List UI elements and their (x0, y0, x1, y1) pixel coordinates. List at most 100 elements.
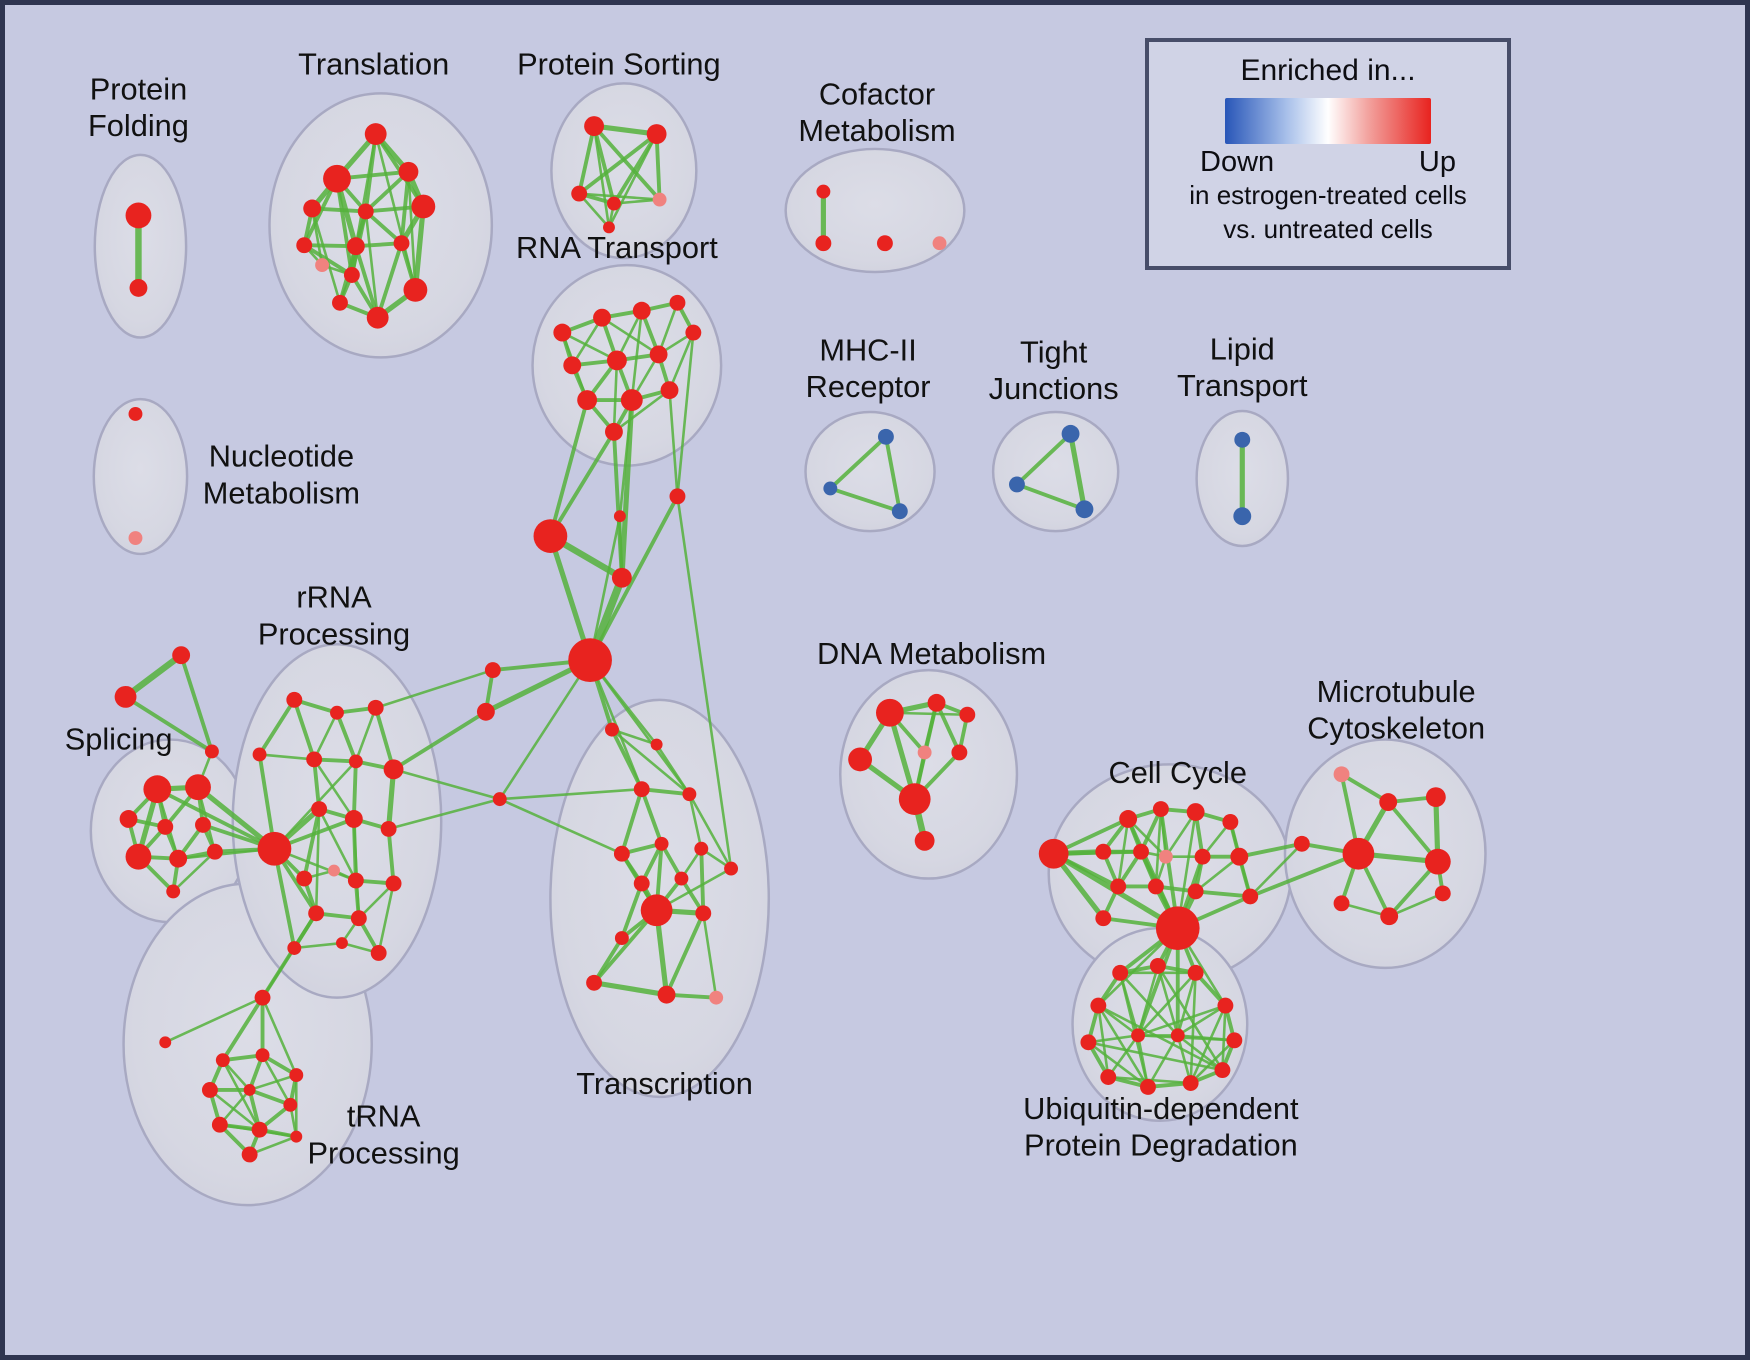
network-edge (1339, 772, 1391, 805)
network-edge (668, 388, 679, 498)
network-edge (1097, 1004, 1150, 1089)
network-node-132 (1333, 895, 1350, 912)
network-edge (377, 882, 395, 955)
network-edge (1015, 482, 1087, 512)
network-node-116 (1133, 843, 1149, 860)
network-node-5 (303, 199, 322, 218)
network-node-73 (335, 937, 348, 950)
network-edge (312, 757, 322, 811)
network-node-148 (816, 184, 831, 199)
network-node-28 (606, 350, 627, 371)
network-edge (592, 936, 624, 985)
network-edge (364, 210, 379, 319)
network-edge (335, 710, 358, 764)
network-node-158 (1234, 431, 1251, 448)
network-edge (639, 787, 692, 797)
network-node-114 (1222, 814, 1239, 830)
network-edge (676, 495, 733, 870)
network-node-12 (343, 267, 360, 283)
network-edge (257, 697, 297, 757)
network-node-55 (330, 705, 344, 720)
network-node-60 (348, 754, 363, 769)
network-edge (588, 658, 691, 796)
nodes-layer (114, 116, 1451, 1163)
network-node-53 (166, 884, 181, 899)
network-edge (1136, 1034, 1150, 1089)
network-node-84 (290, 1130, 303, 1143)
network-node-123 (1155, 906, 1200, 950)
network-node-15 (332, 294, 348, 311)
network-edge (310, 207, 342, 305)
network-edge (392, 768, 502, 801)
network-edge (373, 705, 396, 772)
legend: Enriched in... Down Up in estrogen-treat… (1145, 38, 1511, 270)
network-node-27 (563, 356, 582, 375)
network-edge (386, 766, 397, 832)
cluster-label-dna-metabolism: DNA Metabolism (817, 636, 1046, 671)
network-node-68 (385, 875, 402, 892)
network-node-29 (649, 345, 668, 364)
network-node-115 (1095, 843, 1112, 860)
network-edge (498, 787, 644, 801)
network-node-100 (709, 990, 724, 1005)
network-node-133 (1380, 907, 1399, 926)
network-edge (668, 331, 695, 392)
network-node-112 (1152, 801, 1169, 817)
cluster-ellipse-nucleotide-metabolism (92, 397, 189, 556)
network-edge (357, 882, 395, 920)
network-node-78 (289, 1068, 304, 1083)
network-edge (610, 728, 658, 746)
network-edge (498, 658, 592, 801)
network-node-149 (815, 235, 832, 252)
network-edge (293, 941, 344, 950)
network-node-103 (927, 693, 946, 712)
network-node-3 (323, 164, 351, 193)
network-node-10 (393, 235, 410, 252)
network-node-19 (606, 196, 621, 211)
network-node-61 (383, 759, 404, 780)
network-edge (1189, 1004, 1227, 1085)
network-edge (610, 727, 644, 792)
network-node-21 (603, 221, 615, 234)
network-node-113 (1186, 803, 1205, 821)
network-node-134 (1434, 885, 1451, 902)
network-node-131 (1424, 848, 1451, 875)
network-edge (657, 301, 679, 356)
network-node-151 (932, 236, 947, 251)
network-edge (1146, 1034, 1180, 1089)
cluster-ellipse-rna-transport (531, 263, 723, 467)
network-edge (592, 908, 659, 985)
network-edge (1015, 431, 1073, 487)
network-node-18 (571, 185, 588, 202)
network-edge (1087, 1034, 1140, 1044)
network-edge (612, 388, 671, 434)
network-node-101 (724, 861, 739, 876)
network-node-39 (484, 662, 501, 679)
network-edge (1136, 964, 1160, 1037)
network-node-38 (568, 638, 612, 682)
network-node-130 (1342, 837, 1375, 870)
network-node-72 (370, 945, 387, 961)
network-edge (592, 124, 662, 202)
network-edge (354, 706, 377, 763)
network-node-24 (632, 301, 651, 320)
network-node-160 (128, 407, 143, 421)
network-node-141 (1226, 1032, 1243, 1049)
network-node-65 (328, 864, 340, 877)
network-node-107 (951, 744, 968, 761)
network-node-117 (1158, 849, 1173, 864)
network-node-156 (1009, 476, 1025, 493)
cluster-ellipse-microtubule-cytoskeleton (1283, 738, 1487, 970)
network-node-146 (1131, 1028, 1145, 1043)
network-edge (261, 996, 298, 1077)
network-edge (498, 797, 624, 856)
cluster-ellipse-tight-junctions (991, 410, 1120, 533)
cluster-label-splicing: Splicing (65, 721, 173, 756)
network-node-142 (1100, 1069, 1117, 1085)
network-node-16 (584, 116, 605, 137)
